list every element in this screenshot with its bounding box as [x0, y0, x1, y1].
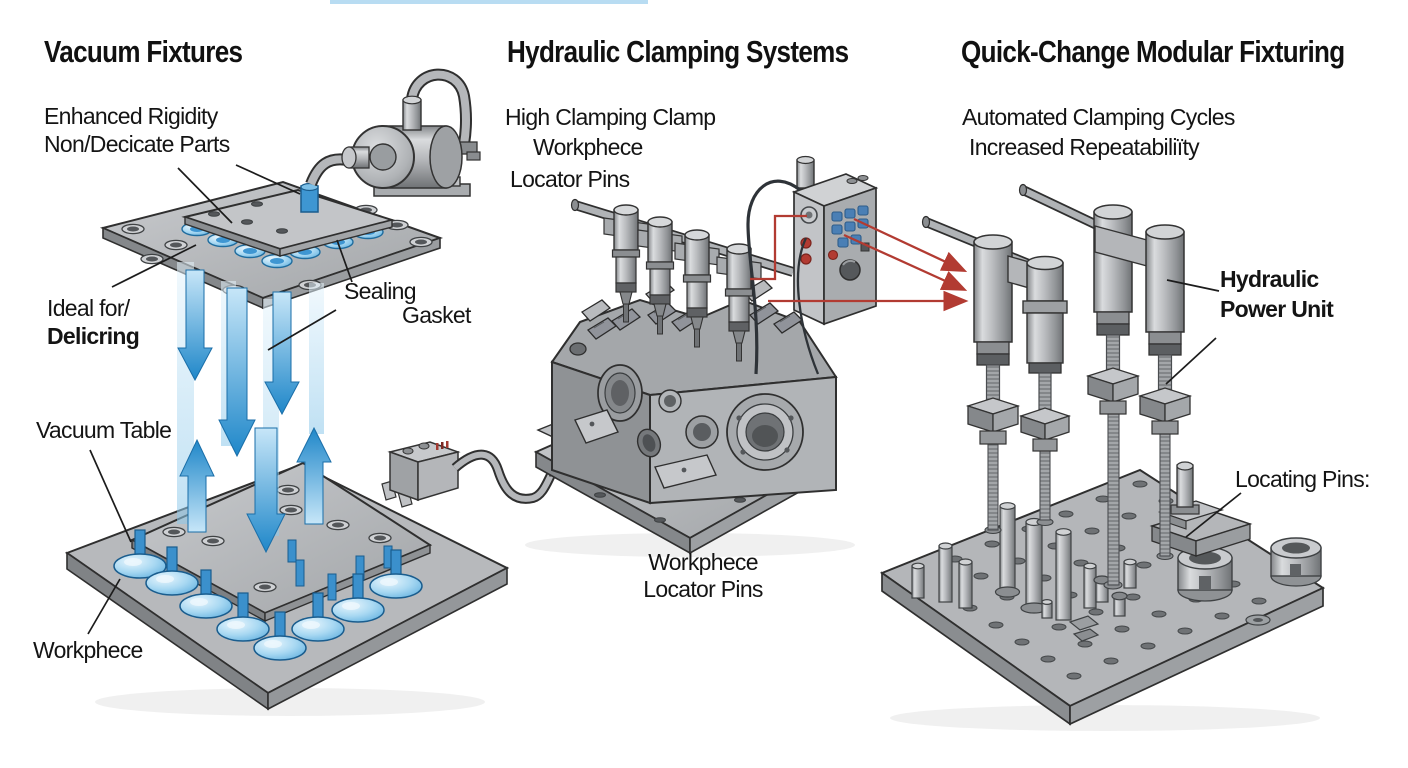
quickchange-leader-lines [1165, 279, 1242, 538]
workpiece-label: Workphece [33, 637, 143, 663]
hydraulic-lines [750, 214, 969, 312]
hydraulic-clamping-illustration [525, 155, 969, 557]
hydraulic-benefit-2: Workphece [533, 134, 643, 160]
sealing-label: Sealing [344, 278, 417, 304]
quickchange-benefit-1: Automated Clamping Cycles [962, 104, 1235, 130]
workpiece-locator-caption: Workphece Locator Pins [598, 549, 808, 603]
vacuum-panel-title: Vacuum Fixtures [44, 34, 243, 69]
workpiece-locator-line-2: Locator Pins [643, 576, 763, 602]
control-wire-2 [796, 237, 820, 375]
vacuum-table-label: Vacuum Table [36, 417, 172, 443]
hydraulic-panel-title: Hydraulic Clamping Systems [507, 34, 849, 69]
vacuum-pump [305, 68, 481, 197]
ideal-for-label: Ideal for/ [47, 295, 130, 321]
vacuum-fixture-illustration [64, 68, 572, 716]
vacuum-benefit-2: Non/Decicate Parts [44, 131, 230, 157]
vacuum-flow-arrows [177, 262, 332, 554]
delicate-label: Delicring [47, 323, 140, 349]
workpiece-locator-line-1: Workphece [648, 549, 758, 575]
top-artifact-line [330, 0, 648, 4]
hydraulic-benefit-1: High Clamping Clamp [505, 104, 716, 130]
modular-fixture-illustration [879, 183, 1326, 731]
hydraulic-benefit-3: Locator Pins [510, 166, 630, 192]
control-wire [746, 179, 801, 375]
quickchange-benefit-2: Increased Repeatabiliïty [969, 134, 1200, 160]
vacuum-leader-lines [87, 164, 353, 635]
vacuum-benefit-1: Enhanced Rigidity [44, 103, 218, 129]
hydraulic-power-unit-label: Hydraulic Power Unit [1220, 264, 1334, 324]
gasket-label: Gasket [402, 302, 471, 328]
quickchange-panel-title: Quick-Change Modular Fixturing [961, 34, 1345, 69]
hpu-line-1: Hydraulic [1220, 266, 1319, 292]
hpu-line-2: Power Unit [1220, 296, 1334, 322]
locating-pins-label: Locating Pins: [1235, 466, 1370, 492]
clamp-towers [921, 183, 1191, 586]
hydraulic-control-unit [791, 155, 879, 326]
